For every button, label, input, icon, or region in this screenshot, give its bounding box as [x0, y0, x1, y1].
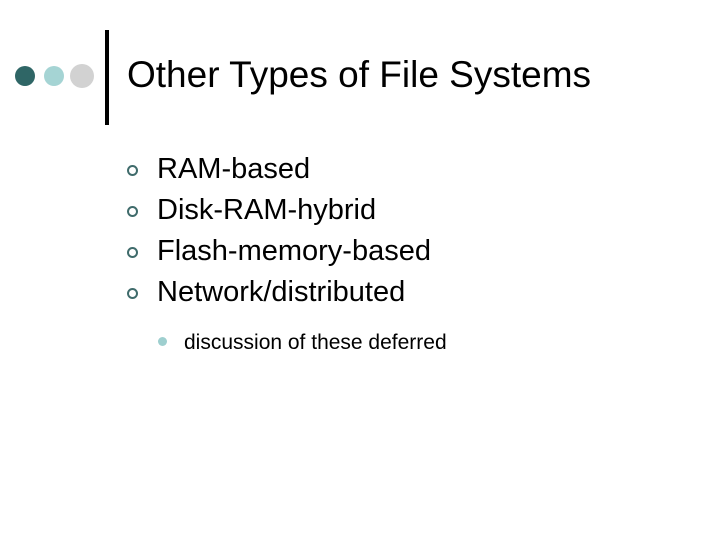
list-item: Network/distributed — [127, 275, 687, 316]
list-item-label: Network/distributed — [157, 276, 406, 308]
list-item: Flash-memory-based — [127, 234, 687, 275]
dark-teal-dot-icon — [15, 66, 35, 86]
list-item-label: Flash-memory-based — [157, 235, 431, 267]
ring-bullet-icon — [127, 156, 157, 186]
aqua-dot-icon — [44, 66, 64, 86]
bullet-list: RAM-based Disk-RAM-hybrid Flash-memory-b… — [127, 152, 687, 316]
ring-bullet-icon — [127, 197, 157, 227]
title-divider — [105, 30, 109, 125]
ring-bullet-icon — [127, 279, 157, 309]
sub-bullet-list: discussion of these deferred — [158, 330, 658, 360]
sub-list-item-label: discussion of these deferred — [184, 331, 447, 354]
sub-list-item: discussion of these deferred — [158, 330, 658, 360]
header-decoration — [0, 60, 100, 94]
ring-bullet-icon — [127, 238, 157, 268]
list-item-label: Disk-RAM-hybrid — [157, 194, 377, 226]
disc-bullet-icon — [158, 333, 184, 351]
list-item: RAM-based — [127, 152, 687, 193]
list-item: Disk-RAM-hybrid — [127, 193, 687, 234]
gray-dot-icon — [70, 64, 94, 88]
slide-title: Other Types of File Systems — [127, 54, 592, 95]
list-item-label: RAM-based — [157, 153, 311, 185]
